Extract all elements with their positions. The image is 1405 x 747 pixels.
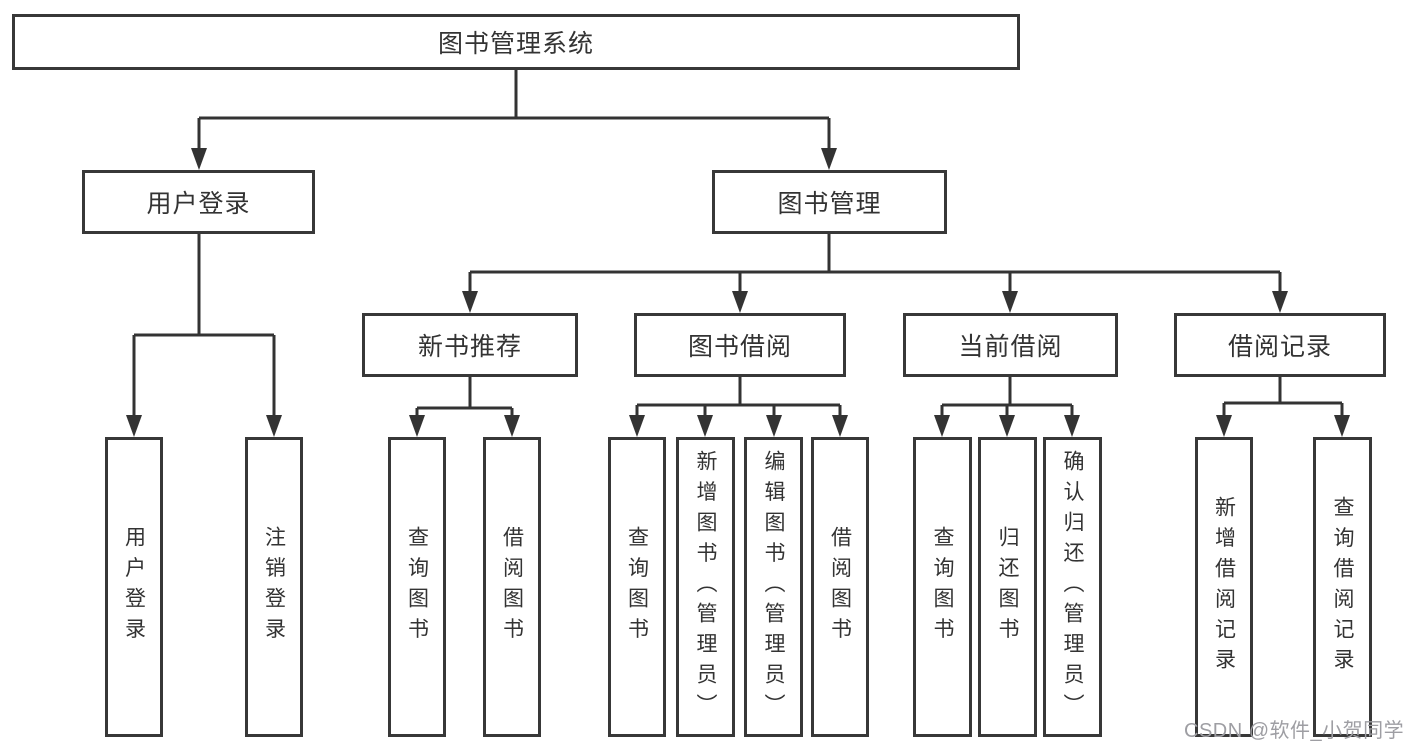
arrow-icon [629, 415, 645, 437]
connector-management-to-level3 [468, 234, 1282, 295]
leaf-label: 编辑图书（管理员） [762, 449, 785, 725]
arrow-icon [1216, 415, 1232, 437]
arrow-icon [1272, 291, 1288, 313]
leaf-edit-book-admin: 编辑图书（管理员） [744, 437, 803, 737]
leaf-query-book-recommend: 查询图书 [388, 437, 446, 737]
leaf-label: 确认归还（管理员） [1061, 449, 1084, 725]
leaf-query-borrow-record: 查询借阅记录 [1313, 437, 1372, 737]
connector-login-to-leaves [132, 234, 276, 419]
leaf-label: 借阅图书 [828, 526, 852, 648]
arrow-icon [1334, 415, 1350, 437]
arrow-icon [1002, 291, 1018, 313]
node-user-login: 用户登录 [82, 170, 315, 234]
arrowheads [126, 148, 1350, 437]
leaf-add-borrow-record: 新增借阅记录 [1195, 437, 1253, 737]
leaf-label: 注销登录 [262, 526, 286, 648]
arrow-icon [832, 415, 848, 437]
arrow-icon [1064, 415, 1080, 437]
arrow-icon [821, 148, 837, 170]
node-current-borrow: 当前借阅 [903, 313, 1118, 377]
node-label: 图书借阅 [687, 333, 792, 361]
watermark-text: CSDN @软件_小贺同学 [1184, 720, 1405, 742]
leaf-query-book: 查询图书 [608, 437, 666, 737]
node-label: 借阅记录 [1227, 333, 1332, 361]
connector-current-to-leaves [940, 377, 1074, 419]
connector-records-to-leaves [1222, 377, 1344, 419]
node-borrow-records: 借阅记录 [1174, 313, 1386, 377]
arrow-icon [934, 415, 950, 437]
leaf-label: 用户登录 [122, 526, 146, 648]
arrow-icon [409, 415, 425, 437]
node-label: 当前借阅 [958, 333, 1063, 361]
arrow-icon [126, 415, 142, 437]
leaf-confirm-return-admin: 确认归还（管理员） [1043, 437, 1102, 737]
arrow-icon [504, 415, 520, 437]
leaf-return-book: 归还图书 [978, 437, 1037, 737]
arrow-icon [732, 291, 748, 313]
node-new-book-recommend: 新书推荐 [362, 313, 578, 377]
node-book-management: 图书管理 [712, 170, 947, 234]
connector-paths [132, 70, 1344, 419]
leaf-label: 新增图书（管理员） [694, 449, 717, 725]
leaf-query-book-current: 查询图书 [913, 437, 972, 737]
leaf-label: 查询借阅记录 [1331, 495, 1354, 679]
arrow-icon [999, 415, 1015, 437]
leaf-label: 查询图书 [625, 526, 649, 648]
leaf-logout: 注销登录 [245, 437, 303, 737]
node-label: 新书推荐 [417, 333, 522, 361]
node-book-borrow: 图书借阅 [634, 313, 846, 377]
arrow-icon [462, 291, 478, 313]
leaf-add-book-admin: 新增图书（管理员） [676, 437, 735, 737]
node-label: 用户登录 [146, 190, 251, 218]
leaf-borrow-book-recommend: 借阅图书 [483, 437, 541, 737]
connector-root-to-level2 [197, 70, 831, 152]
leaf-label: 新增借阅记录 [1212, 495, 1236, 679]
connector-borrow-to-leaves [635, 377, 842, 419]
leaf-borrow-book: 借阅图书 [811, 437, 869, 737]
leaf-label: 借阅图书 [500, 526, 524, 648]
connector-recommend-to-leaves [415, 377, 514, 419]
node-label: 图书管理系统 [437, 30, 594, 58]
leaf-label: 查询图书 [931, 526, 954, 648]
arrow-icon [191, 148, 207, 170]
arrow-icon [697, 415, 713, 437]
node-label: 图书管理 [777, 190, 882, 218]
arrow-icon [766, 415, 782, 437]
leaf-label: 归还图书 [996, 526, 1019, 648]
leaf-user-login: 用户登录 [105, 437, 163, 737]
leaf-label: 查询图书 [405, 526, 429, 648]
arrow-icon [266, 415, 282, 437]
node-root-library-system: 图书管理系统 [12, 14, 1020, 70]
